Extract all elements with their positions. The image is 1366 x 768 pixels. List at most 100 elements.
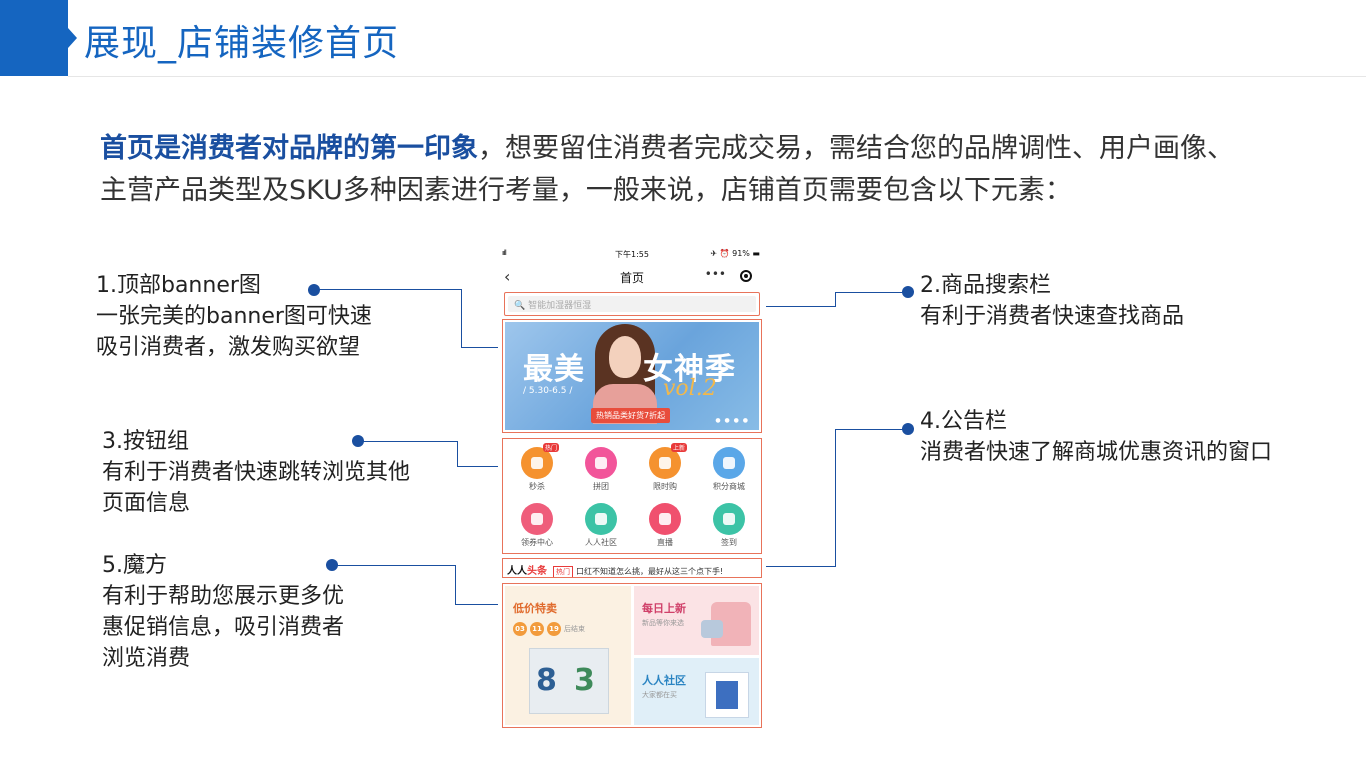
connector-line bbox=[835, 292, 905, 293]
cube-title: 每日上新 bbox=[642, 602, 686, 615]
connector-line bbox=[457, 466, 503, 467]
product-image bbox=[705, 672, 749, 718]
grid-icon bbox=[585, 447, 617, 479]
back-icon[interactable]: ‹ bbox=[504, 267, 511, 286]
annotation-title: 3.按钮组 bbox=[102, 429, 189, 454]
grid-label: 限时购 bbox=[653, 482, 677, 491]
countdown-minutes: 11 bbox=[530, 622, 544, 636]
connector-line bbox=[455, 565, 456, 605]
cube-subtitle: 新品等你来选 bbox=[642, 619, 684, 627]
grid-icon bbox=[649, 503, 681, 535]
grid-button[interactable]: 签到 bbox=[697, 497, 761, 553]
annotation-desc: 浏览消费 bbox=[102, 646, 191, 671]
cube-title: 人人社区 bbox=[642, 674, 686, 687]
connector-line bbox=[461, 347, 503, 348]
notice-hot-badge: 热门 bbox=[553, 566, 573, 577]
annotation-search: 2.商品搜索栏 有利于消费者快速查找商品 bbox=[920, 270, 1184, 332]
carousel-dots: ● ● ● ● bbox=[715, 417, 749, 424]
annotation-desc: 有利于帮助您展示更多优 bbox=[102, 584, 345, 609]
cube-community[interactable]: 人人社区 大家都在买 bbox=[634, 658, 759, 725]
annotation-desc: 页面信息 bbox=[102, 491, 191, 516]
annotation-notice: 4.公告栏 消费者快速了解商城优惠资讯的窗口 bbox=[920, 406, 1272, 468]
banner-frame: 最美 女神季 / 5.30-6.5 / vol.2 热销品类好货7折起 ● ● … bbox=[502, 319, 762, 433]
annotation-desc: 一张完美的banner图可快速 bbox=[96, 304, 372, 329]
banner-date: / 5.30-6.5 / bbox=[523, 386, 573, 396]
connector-line bbox=[835, 429, 836, 567]
annotation-desc: 吸引消费者，激发购买欲望 bbox=[96, 335, 361, 360]
annotation-banner: 1.顶部banner图 一张完美的banner图可快速 吸引消费者，激发购买欲望 bbox=[96, 270, 372, 363]
cube-title: 低价特卖 bbox=[513, 602, 557, 615]
connector-line bbox=[461, 289, 462, 347]
intro-highlight: 首页是消费者对品牌的第一印象 bbox=[100, 133, 478, 164]
search-bar[interactable]: 🔍 智能加湿器恒湿 bbox=[504, 292, 760, 316]
connector-line bbox=[314, 289, 462, 290]
status-time: 下午1:55 bbox=[615, 250, 649, 259]
button-group: 秒杀 热门拼团 限时购 上新积分商城领券中心 人人社区 直播签到 bbox=[502, 438, 762, 554]
search-input[interactable]: 🔍 智能加湿器恒湿 bbox=[508, 296, 756, 312]
notice-brand-b: 头条 bbox=[527, 566, 547, 577]
battery-icon: ✈ ⏰ 91% ▬ bbox=[710, 249, 760, 258]
annotation-title: 4.公告栏 bbox=[920, 409, 1007, 434]
notice-brand-a: 人人 bbox=[507, 566, 527, 577]
connector-line bbox=[457, 441, 458, 467]
grid-icon bbox=[521, 503, 553, 535]
annotation-title: 5.魔方 bbox=[102, 553, 167, 578]
grid-button[interactable]: 限时购 上新 bbox=[633, 441, 697, 497]
connector-line bbox=[332, 565, 456, 566]
product-number: 8 bbox=[536, 663, 557, 698]
top-banner[interactable]: 最美 女神季 / 5.30-6.5 / vol.2 热销品类好货7折起 ● ● … bbox=[505, 322, 759, 430]
grid-button[interactable]: 领券中心 bbox=[505, 497, 569, 553]
grid-button[interactable]: 秒杀 热门 bbox=[505, 441, 569, 497]
signal-icon: ııll bbox=[502, 249, 507, 257]
annotation-desc: 消费者快速了解商城优惠资讯的窗口 bbox=[920, 440, 1273, 465]
connector-dot bbox=[308, 284, 320, 296]
grid-button[interactable]: 人人社区 bbox=[569, 497, 633, 553]
annotation-desc: 有利于消费者快速查找商品 bbox=[920, 304, 1185, 329]
grid-badge: 热门 bbox=[543, 443, 560, 452]
grid-badge: 上新 bbox=[671, 443, 688, 452]
notice-bar[interactable]: 人人头条热门口红不知道怎么挑，最好从这三个点下手! bbox=[502, 558, 762, 578]
target-icon[interactable] bbox=[740, 270, 752, 282]
product-image bbox=[701, 620, 723, 638]
grid-label: 积分商城 bbox=[713, 482, 745, 491]
nav-bar: ‹ 首页 ••• bbox=[498, 265, 766, 289]
annotation-cube: 5.魔方 有利于帮助您展示更多优 惠促销信息，吸引消费者 浏览消费 bbox=[102, 550, 344, 674]
connector-line bbox=[762, 306, 836, 307]
annotation-buttons: 3.按钮组 有利于消费者快速跳转浏览其他 页面信息 bbox=[102, 426, 410, 519]
notice-text: 口红不知道怎么挑，最好从这三个点下手! bbox=[576, 567, 724, 576]
connector-line bbox=[358, 441, 458, 442]
grid-button[interactable]: 积分商城 bbox=[697, 441, 761, 497]
grid-label: 秒杀 bbox=[529, 482, 545, 491]
nav-title: 首页 bbox=[619, 271, 644, 285]
grid-label: 人人社区 bbox=[585, 538, 617, 547]
phone-mockup: ııll 下午1:55 ✈ ⏰ 91% ▬ ‹ 首页 ••• 🔍 智能加湿器恒湿… bbox=[498, 243, 766, 731]
header-arrow-icon bbox=[68, 28, 77, 48]
annotation-title: 1.顶部banner图 bbox=[96, 273, 261, 298]
grid-label: 拼团 bbox=[593, 482, 609, 491]
grid-button[interactable]: 直播 bbox=[633, 497, 697, 553]
grid-label: 领券中心 bbox=[521, 538, 553, 547]
banner-vol: vol.2 bbox=[663, 376, 717, 401]
annotation-desc: 有利于消费者快速跳转浏览其他 bbox=[102, 460, 411, 485]
grid-icon bbox=[649, 447, 681, 479]
countdown-seconds: 19 bbox=[547, 622, 561, 636]
page-title: 展现_店铺装修首页 bbox=[84, 23, 400, 64]
countdown-label: 后结束 bbox=[564, 625, 585, 633]
intro-paragraph: 首页是消费者对品牌的第一印象，想要留住消费者完成交易，需结合您的品牌调性、用户画… bbox=[100, 128, 1260, 212]
annotation-title: 2.商品搜索栏 bbox=[920, 273, 1051, 298]
product-number: 3 bbox=[574, 663, 595, 698]
grid-label: 签到 bbox=[721, 538, 737, 547]
connector-dot bbox=[902, 286, 914, 298]
countdown-hours: 03 bbox=[513, 622, 527, 636]
header-accent-block bbox=[0, 0, 68, 76]
grid-button[interactable]: 拼团 bbox=[569, 441, 633, 497]
notice-brand: 人人头条 bbox=[507, 566, 547, 577]
cube-new-arrivals[interactable]: 每日上新 新品等你来选 bbox=[634, 586, 759, 655]
header-divider bbox=[68, 76, 1366, 77]
connector-line bbox=[455, 604, 503, 605]
annotation-desc: 惠促销信息，吸引消费者 bbox=[102, 615, 345, 640]
connector-dot bbox=[902, 423, 914, 435]
more-icon[interactable]: ••• bbox=[704, 267, 726, 281]
